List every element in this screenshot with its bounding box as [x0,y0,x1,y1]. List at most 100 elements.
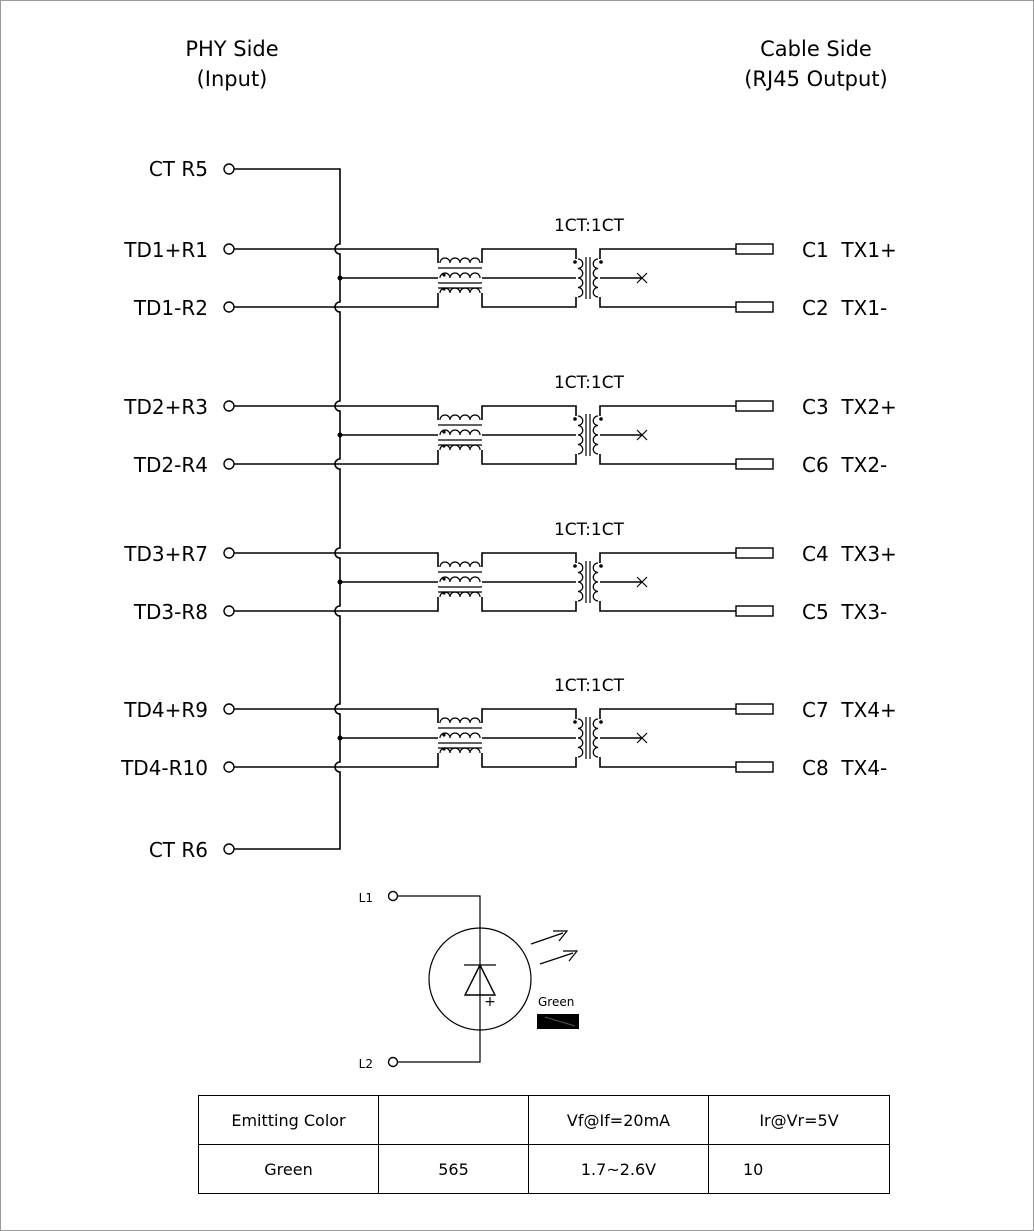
phase-dot [442,287,446,291]
primary-plus-wire [481,405,577,420]
input-plus-terminal [223,243,235,255]
phase-dot [442,733,446,737]
led-lead-top [398,895,481,928]
junction-dot [337,275,343,281]
choke-coil-center-icon [439,429,481,436]
primary-minus-wire [481,597,577,612]
choke-coil-center-icon [439,272,481,279]
primary-plus-wire [481,552,577,567]
no-connect-x-icon [636,272,648,284]
phase-dot [573,417,577,421]
input-minus-terminal [223,301,235,313]
table-cell: 1.7~2.6V [528,1144,709,1194]
table-header-cell: Ir@Vr=5V [708,1095,890,1145]
led-lead-bottom [398,1030,481,1063]
phase-dot [442,591,446,595]
phase-dot [442,747,446,751]
ct-top-terminal [223,163,235,175]
led-swatch-hatch [544,1016,576,1027]
output-minus-label: C8 TX4- [802,756,887,780]
phase-dot [573,564,577,568]
output-plus-label: C1 TX1+ [802,238,897,262]
phy-side-title: PHY Side [185,37,278,61]
table-cell: 10 [708,1144,890,1194]
cable-side-subtitle: (RJ45 Output) [744,67,888,91]
input-plus-wire [234,405,439,420]
input-plus-label: TD2+R3 [123,395,208,419]
bus-wire [229,168,341,850]
input-minus-wire [234,753,439,768]
phase-dot [599,417,603,421]
transformer-secondary-coil-icon [592,718,599,758]
ct-bottom-terminal [223,843,235,855]
rj45-pin-plus [735,703,774,715]
choke-coil-top-icon [439,561,481,568]
table-row: Green 565 1.7~2.6V 10 [198,1144,890,1194]
rj45-pin-plus [735,547,774,559]
rj45-pin-minus [735,761,774,773]
primary-minus-wire [481,293,577,308]
ct-top-label: CT R5 [149,157,208,181]
choke-coil-center-icon [439,576,481,583]
rj45-pin-minus [735,301,774,313]
junction-dot [337,735,343,741]
input-minus-terminal [223,458,235,470]
transformer-ratio-label: 1CT:1CT [554,216,625,236]
secondary-minus-wire [599,454,736,465]
secondary-plus-wire [599,552,736,563]
choke-coil-bottom-icon [439,747,481,754]
led-spec-table: Emitting Color Vf@If=20mA Ir@Vr=5V Green… [198,1095,890,1194]
led-pin-l1-terminal[interactable] [387,890,399,902]
phase-dot [442,430,446,434]
choke-coil-bottom-icon [439,444,481,451]
input-minus-label: TD2-R4 [133,453,208,477]
phase-dot [573,720,577,724]
choke-coil-top-icon [439,717,481,724]
no-connect-x-icon [636,732,648,744]
choke-coil-top-icon [439,257,481,264]
led-color-label: Green [538,995,574,1009]
primary-plus-wire [481,708,577,723]
led-pin-l2-label: L2 [359,1057,373,1071]
cable-side-title: Cable Side [760,37,872,61]
input-plus-terminal [223,703,235,715]
choke-coil-bottom-icon [439,591,481,598]
table-header-cell [378,1095,529,1145]
transformer-ratio-label: 1CT:1CT [554,373,625,393]
input-plus-label: TD3+R7 [123,542,208,566]
output-minus-label: C2 TX1- [802,296,887,320]
input-minus-wire [234,293,439,308]
phase-dot [573,260,577,264]
table-header-row: Emitting Color Vf@If=20mA Ir@Vr=5V [198,1095,890,1145]
transformer-primary-coil-icon [577,258,584,298]
center-tap-bus [223,163,341,855]
rj45-pin-plus [735,243,774,255]
led-pin-l1-label: L1 [359,891,373,905]
transformer-primary-coil-icon [577,415,584,455]
phase-dot [599,720,603,724]
output-plus-label: C4 TX3+ [802,542,897,566]
rj45-pin-plus [735,400,774,412]
output-plus-label: C3 TX2+ [802,395,897,419]
table-cell: Green [198,1144,379,1194]
table-header-cell: Vf@If=20mA [528,1095,709,1145]
input-plus-wire [234,552,439,567]
led-pin-l2-terminal[interactable] [387,1056,399,1068]
rj45-pin-minus [735,458,774,470]
input-minus-label: TD1-R2 [133,296,208,320]
led-color-swatch [537,1014,579,1029]
transformer-primary-coil-icon [577,562,584,602]
secondary-plus-wire [599,405,736,416]
phy-side-subtitle: (Input) [197,67,268,91]
output-minus-label: C6 TX2- [802,453,887,477]
transformer-secondary-coil-icon [592,258,599,298]
output-minus-label: C5 TX3- [802,600,887,624]
led-indicator: L1 L2 + Green [359,890,579,1071]
input-plus-terminal [223,547,235,559]
led-polarity-label: + [484,994,496,1010]
